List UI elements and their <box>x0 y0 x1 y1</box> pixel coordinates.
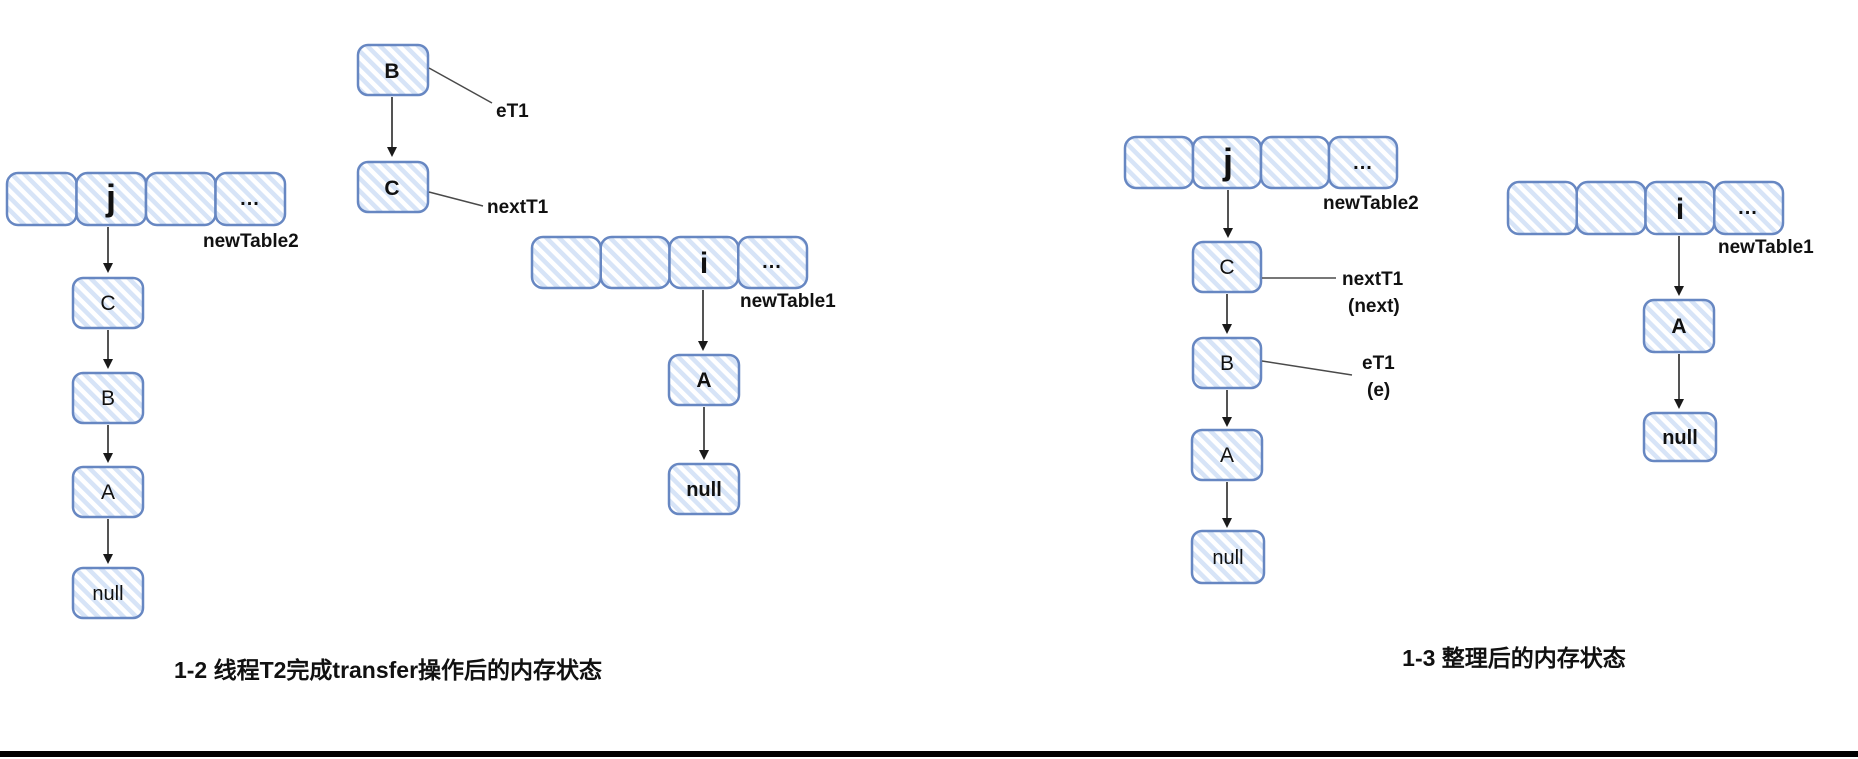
fig1-chain-node-b: B <box>71 371 145 425</box>
fig2-chain-node-null-label: null <box>1212 547 1243 569</box>
fig2-newtable2-cell-3 <box>1327 135 1399 190</box>
fig1-ichain-node-a: A <box>667 353 741 407</box>
fig2-et1-label: eT1 <box>1362 353 1395 374</box>
fig2-chain-node-a-label: A <box>1220 444 1234 467</box>
fig2-ichain-node-a-label: A <box>1671 315 1686 338</box>
fig2-newtable2-label: newTable2 <box>1323 193 1419 214</box>
fig1-chain-node-c-box <box>71 276 145 330</box>
fig1-chain-node-b-label: B <box>101 387 115 410</box>
fig1-newtable2-cell-3-text: ... <box>240 188 260 210</box>
fig1-chain-node-c: C <box>71 276 145 330</box>
fig1-newtable2-label: newTable2 <box>203 231 299 252</box>
fig1-chain-node-null-label: null <box>92 583 123 605</box>
fig2-newtable2-array: j ... newTable2 <box>1123 135 1419 214</box>
fig2-newtable2-cell-2 <box>1259 135 1331 190</box>
fig2-chain-node-c-box <box>1191 240 1263 294</box>
fig2-ichain-node-a-box <box>1642 298 1716 354</box>
fig2-newtable2-cell-0 <box>1123 135 1195 190</box>
fig2-caption: 1-3 整理后的内存状态 <box>1402 645 1626 671</box>
fig1-newtable1-cell-0 <box>530 235 602 290</box>
fig1-newtable1-label: newTable1 <box>740 291 836 312</box>
fig2-chain-node-b-box <box>1191 336 1263 390</box>
fig1-float-node-b: B <box>356 43 430 97</box>
fig2-ichain-node-null: null <box>1642 411 1718 463</box>
fig1-et1-pointer-line <box>428 67 493 104</box>
bottom-divider <box>0 751 1858 757</box>
fig2-newtable1-array: i ... newTable1 <box>1506 180 1814 258</box>
fig1-newtable1-cell-3-text: ... <box>762 251 782 273</box>
fig2-newtable2-cell-3-text: ... <box>1353 152 1373 174</box>
fig1-newtable2-cell-3 <box>214 171 287 227</box>
fig1-newtable2-cell-2 <box>144 171 217 227</box>
fig1-caption: 1-2 线程T2完成transfer操作后的内存状态 <box>174 657 602 683</box>
figure-1-3: j ... newTable2 C nextT1 (next) B eT1 (e… <box>1123 135 1814 671</box>
fig1-newtable2-cell-0 <box>5 171 78 227</box>
fig2-newtable1-cell-0 <box>1506 180 1578 236</box>
fig2-ichain-node-a: A <box>1642 298 1716 354</box>
fig1-float-node-c-box <box>356 160 430 214</box>
fig2-chain-node-null: null <box>1190 529 1266 585</box>
fig1-ichain-node-a-label: A <box>696 369 711 392</box>
fig2-nextt1-sublabel: (next) <box>1348 296 1400 317</box>
fig2-chain-node-c-label: C <box>1219 256 1234 279</box>
fig2-chain-node-b: B <box>1191 336 1263 390</box>
fig2-newtable1-label: newTable1 <box>1718 237 1814 258</box>
fig1-newtable2-cell-0-text: j <box>105 177 116 218</box>
fig2-et1-sublabel: (e) <box>1367 380 1390 401</box>
fig1-ichain-node-a-box <box>667 353 741 407</box>
fig2-newtable1-cell-1 <box>1575 180 1647 236</box>
fig2-newtable1-cell-3-text: ... <box>1738 197 1758 219</box>
fig2-chain-node-c: C <box>1191 240 1263 294</box>
fig2-ichain-node-null-box <box>1642 411 1718 463</box>
fig2-et1-pointer-line <box>1261 360 1353 376</box>
fig2-newtable1-cell-3 <box>1713 180 1785 236</box>
fig1-chain-node-a: A <box>71 465 145 519</box>
fig1-chain-node-a-box <box>71 465 145 519</box>
fig1-newtable1-array: i ... newTable1 <box>530 235 836 312</box>
fig1-ichain-node-null-label: null <box>686 479 722 501</box>
fig1-newtable1-cell-3 <box>737 235 809 290</box>
fig2-ichain-node-null-label: null <box>1662 427 1698 449</box>
fig1-nextt1-label: nextT1 <box>487 197 549 218</box>
fig1-nextt1-pointer-line <box>428 191 484 207</box>
fig1-float-node-b-label: B <box>384 60 399 83</box>
fig2-chain-node-a-box <box>1190 428 1264 482</box>
fig1-float-node-c: C <box>356 160 430 214</box>
fig1-chain-node-b-box <box>71 371 145 425</box>
fig2-newtable1-cell-2-text: i <box>1676 193 1684 226</box>
fig1-chain-node-c-label: C <box>100 292 115 315</box>
fig1-chain-node-null-box <box>71 566 145 620</box>
fig2-chain-node-a: A <box>1190 428 1264 482</box>
fig1-newtable2-array: j ... newTable2 <box>5 171 299 252</box>
fig1-et1-label: eT1 <box>496 101 529 122</box>
fig2-chain-node-null-box <box>1190 529 1266 585</box>
fig2-newtable2-cell-1-text: j <box>1222 141 1233 182</box>
fig1-chain-node-a-label: A <box>101 481 115 504</box>
fig1-float-node-b-box <box>356 43 430 97</box>
fig2-chain-node-b-label: B <box>1220 352 1234 375</box>
fig1-newtable1-cell-2-text: i <box>700 247 708 280</box>
fig1-ichain-node-null: null <box>667 462 741 516</box>
fig2-nextt1-label: nextT1 <box>1342 269 1404 290</box>
fig1-float-node-c-label: C <box>384 177 399 200</box>
figure-1-2: B eT1 C nextT1 j ... newTable2 C <box>5 43 836 683</box>
fig1-chain-node-null: null <box>71 566 145 620</box>
fig1-newtable1-cell-1 <box>599 235 671 290</box>
fig1-ichain-node-null-box <box>667 462 741 516</box>
